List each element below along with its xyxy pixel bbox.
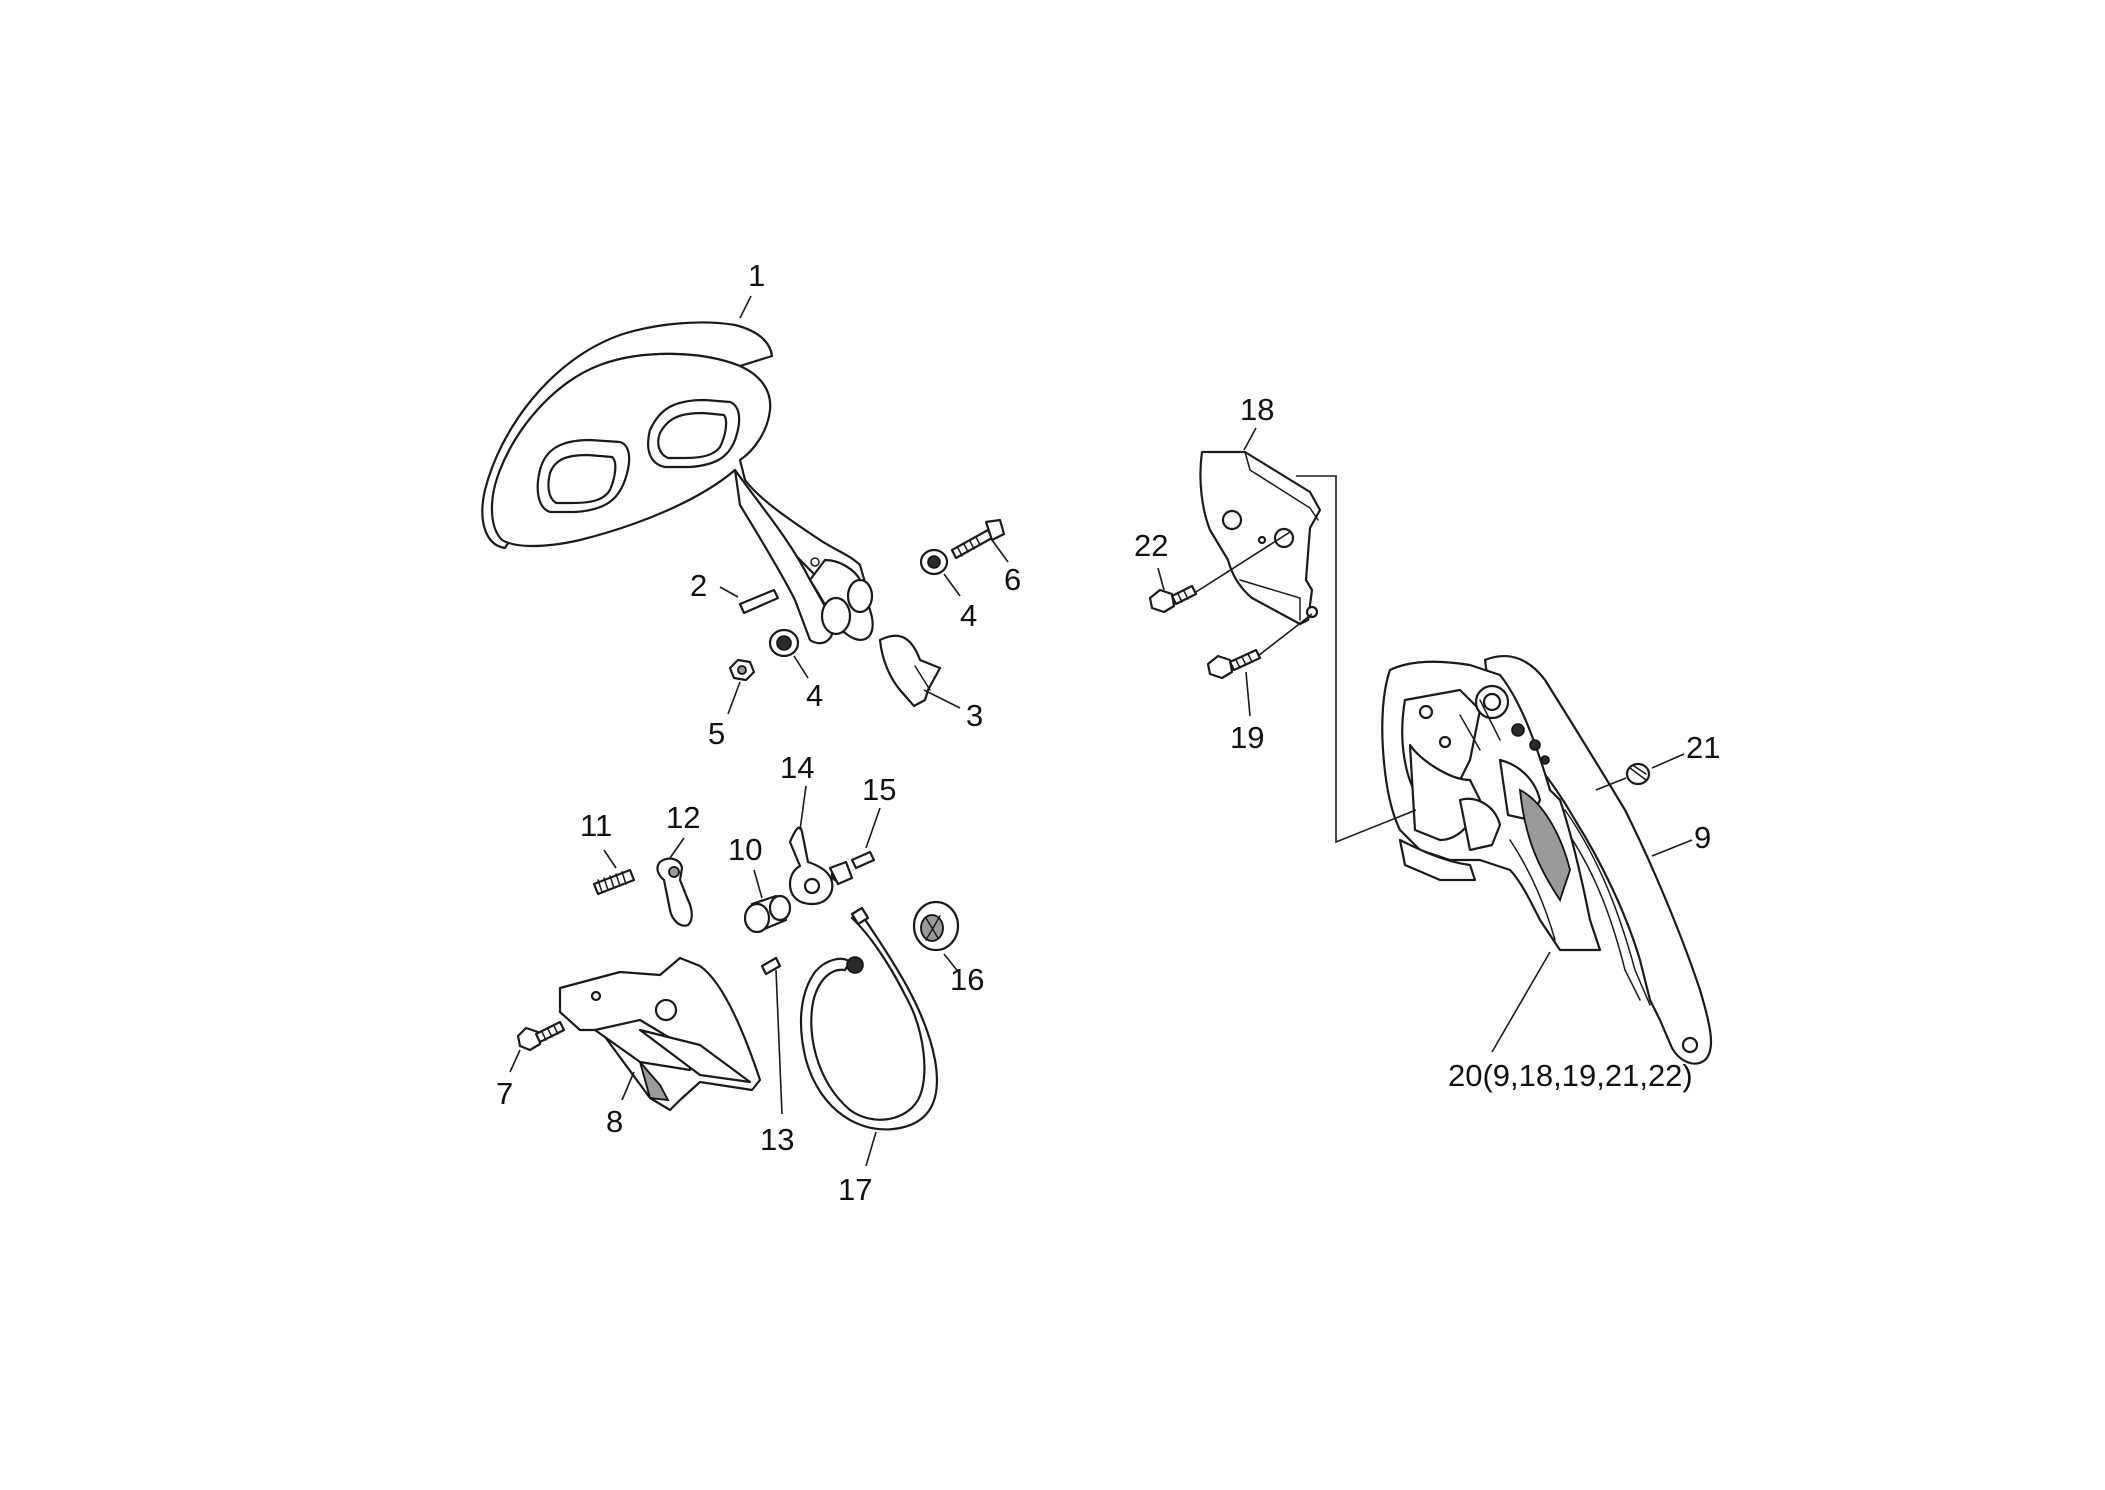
leader-7 [509, 1049, 521, 1073]
leader-22-extension [1195, 531, 1291, 593]
part-19-screw [1206, 648, 1262, 680]
part-2-pin [738, 588, 780, 615]
leader-21-extension [1595, 777, 1627, 791]
callout-3: 3 [966, 698, 983, 733]
callout-2: 2 [690, 568, 707, 603]
leader-10 [753, 869, 763, 899]
part-8-chain-guide [558, 956, 762, 1112]
callout-21: 21 [1686, 730, 1720, 765]
leader-6 [991, 539, 1009, 563]
callout-9: 9 [1694, 820, 1711, 855]
callout-4-lower: 4 [806, 678, 823, 713]
part-15-pin [850, 850, 876, 870]
leader-19-extension [1257, 613, 1313, 657]
part-13-pin [760, 956, 782, 976]
leader-3 [923, 689, 961, 709]
part-1-hand-guard [481, 321, 874, 645]
part-3-clip [878, 634, 942, 708]
leader-8 [621, 1071, 635, 1101]
callout-4-upper: 4 [960, 598, 977, 633]
leader-17 [865, 1131, 877, 1167]
leader-2 [719, 586, 739, 598]
part-11-spring [592, 868, 636, 896]
part-4-washer-lower [768, 628, 800, 658]
callout-15: 15 [862, 772, 896, 807]
callout-22: 22 [1134, 528, 1168, 563]
leader-11 [603, 849, 617, 869]
callout-16: 16 [950, 962, 984, 997]
leader-4-lower [793, 655, 809, 679]
callout-1: 1 [748, 258, 765, 293]
assembly-bracket [1296, 475, 1417, 844]
leader-12 [669, 837, 685, 859]
callout-12: 12 [666, 800, 700, 835]
callout-10: 10 [728, 832, 762, 867]
part-4-washer-upper [919, 548, 949, 576]
part-5-nut [728, 658, 756, 682]
callout-5: 5 [708, 716, 725, 751]
callout-20: 20(9,18,19,21,22) [1448, 1058, 1693, 1093]
part-22-screw [1148, 584, 1198, 614]
leader-4-upper [943, 573, 961, 597]
part-17-brake-band [799, 906, 939, 1131]
callout-13: 13 [760, 1122, 794, 1157]
leader-5 [727, 681, 741, 715]
leader-1 [739, 295, 752, 319]
leader-13 [775, 969, 783, 1115]
part-10-bushing [743, 894, 792, 934]
callout-14: 14 [780, 750, 814, 785]
part-20-clutch-cover-assembly [1381, 660, 1602, 952]
part-18-guide-plate [1199, 450, 1322, 626]
leader-18 [1243, 427, 1257, 451]
leader-19 [1245, 671, 1251, 717]
leader-15 [865, 807, 881, 849]
leader-20 [1491, 951, 1551, 1053]
part-12-lever [656, 857, 693, 927]
leader-22 [1157, 567, 1165, 591]
callout-19: 19 [1230, 720, 1264, 755]
callout-8: 8 [606, 1104, 623, 1139]
leader-21 [1651, 753, 1685, 769]
leader-lines [509, 295, 1693, 1167]
leader-16 [943, 953, 961, 975]
callout-17: 17 [838, 1172, 872, 1207]
callout-6: 6 [1004, 562, 1021, 597]
part-7-screw [516, 1020, 566, 1052]
callout-7: 7 [496, 1076, 513, 1111]
leader-14 [799, 785, 807, 831]
part-14-brake-lever [788, 826, 854, 906]
part-21-nut [1625, 762, 1651, 786]
part-16-drum [912, 900, 960, 952]
leader-9 [1651, 839, 1693, 857]
callout-18: 18 [1240, 392, 1274, 427]
callout-11: 11 [580, 808, 612, 843]
callout-labels: 1 2 3 4 4 5 6 7 8 9 10 11 12 13 14 15 16… [496, 258, 1720, 1207]
part-6-bolt [950, 518, 1006, 560]
